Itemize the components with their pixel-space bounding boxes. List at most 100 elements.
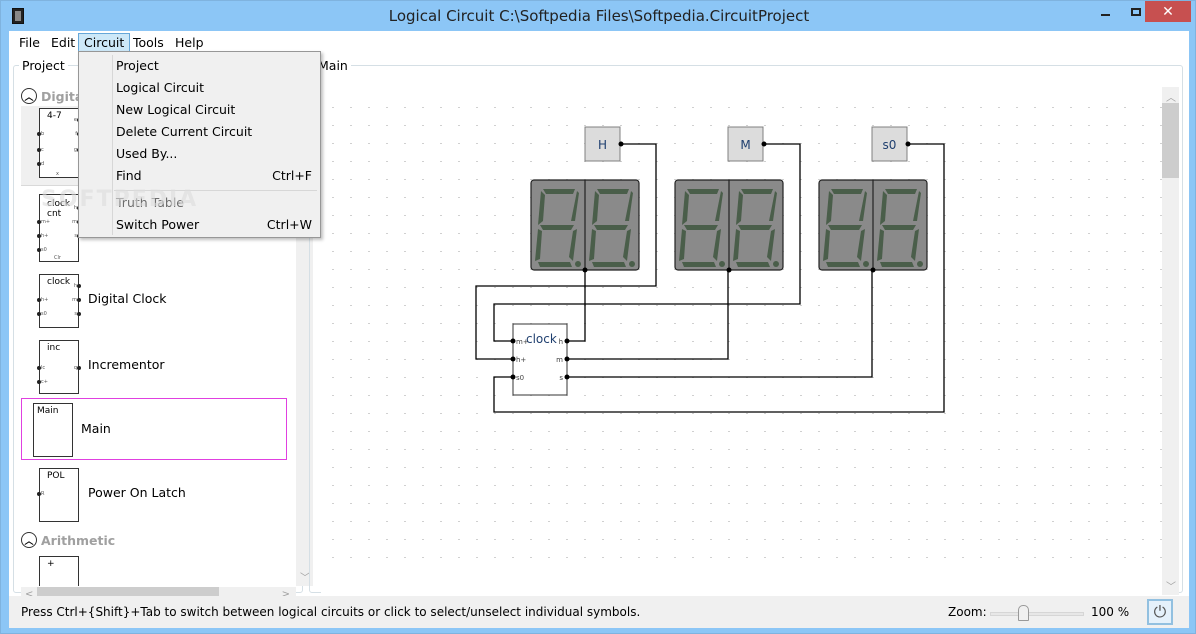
item-label: Digital Clock (88, 291, 167, 306)
power-button[interactable]: ⏻ (1147, 599, 1173, 625)
wire (493, 143, 945, 413)
list-item[interactable]: + (21, 552, 286, 586)
menu-item-shortcut: Ctrl+F (272, 168, 312, 183)
menu-item-shortcut: Ctrl+W (266, 217, 312, 232)
menu-item-label: Find (116, 168, 142, 183)
wire (493, 143, 801, 342)
symbol-name: clock (47, 277, 71, 287)
menu-item-used-by[interactable]: Used By... (116, 143, 316, 165)
symbol-thumbnail: clock cnt m+ h+ s0 h m s Clr (37, 194, 81, 262)
scroll-up-icon[interactable]: ︿ (1166, 93, 1176, 104)
button-label: M (740, 138, 750, 152)
segment (741, 189, 773, 194)
maximize-icon (1131, 7, 1141, 16)
editor-title: Main (315, 58, 351, 73)
scroll-left-icon[interactable]: < (25, 589, 34, 600)
list-item[interactable]: POL R Power On Latch (21, 464, 286, 530)
scroll-down-icon[interactable]: ﹀ (1166, 582, 1176, 593)
scroll-right-icon[interactable]: > (281, 589, 290, 600)
pin-label: m (72, 297, 77, 303)
segment (535, 229, 542, 261)
menu-item-delete-current-circuit[interactable]: Delete Current Circuit (116, 121, 316, 143)
pin-dot (37, 312, 41, 316)
menu-edit[interactable]: Edit (51, 35, 76, 50)
segment (625, 191, 633, 221)
segment (679, 229, 686, 261)
output-pin (564, 374, 570, 380)
pin-label: f (75, 131, 77, 137)
collapse-icon[interactable]: ︿ (21, 88, 37, 104)
clock-chip[interactable] (512, 323, 568, 396)
symbol-thumbnail: Main (33, 403, 73, 457)
segment (880, 262, 914, 267)
menu-file[interactable]: File (19, 35, 40, 50)
segment (687, 189, 719, 194)
scrollbar-thumb[interactable] (1162, 103, 1179, 178)
pin-label: d (41, 161, 45, 167)
menu-item-truth-table[interactable]: Truth Table (116, 192, 316, 214)
pin-dot (37, 492, 41, 496)
menu-item-new-logical-circuit[interactable]: New Logical Circuit (116, 99, 316, 121)
segment (623, 229, 631, 261)
slider-thumb[interactable] (1017, 605, 1029, 621)
menu-help[interactable]: Help (175, 35, 204, 50)
list-item[interactable]: clock h+ s0 h m s Digital Clock (21, 266, 286, 332)
app-icon[interactable] (12, 8, 24, 24)
segment (569, 229, 577, 261)
pin-label: s0 (41, 247, 47, 253)
collapse-icon[interactable]: ︿ (21, 532, 37, 548)
list-item-selected[interactable]: Main Main (21, 398, 287, 460)
zoom-slider[interactable] (990, 601, 1084, 623)
button-s0[interactable] (871, 126, 908, 162)
segment (736, 191, 743, 225)
pin-label: c (41, 147, 44, 153)
menu-gutter-divider (112, 55, 113, 235)
menu-circuit[interactable]: Circuit (78, 33, 131, 52)
title-bar[interactable]: Logical Circuit C:\Softpedia Files\Softp… (1, 1, 1196, 31)
canvas-vertical-scrollbar[interactable]: ︿ ﹀ (1162, 87, 1179, 595)
segment (592, 262, 626, 267)
segment (538, 262, 572, 267)
menu-item-find[interactable]: Find Ctrl+F (116, 165, 316, 187)
menu-item-label: New Logical Circuit (116, 102, 236, 117)
button-H[interactable] (584, 126, 621, 162)
pin-dot (37, 380, 41, 384)
symbol-thumbnail: + (39, 556, 79, 586)
pin-dot (37, 234, 41, 238)
symbol-name: 4-7 (47, 111, 62, 121)
segment (543, 189, 575, 194)
scroll-down-icon[interactable]: ﹀ (300, 573, 310, 584)
button-M[interactable] (727, 126, 764, 162)
pin-label: e (73, 117, 77, 123)
pin-label: s (74, 233, 77, 239)
close-button[interactable]: ✕ (1145, 1, 1191, 22)
pin-dot (37, 162, 41, 166)
output-pin (761, 141, 767, 147)
status-message: Press Ctrl+{Shift}+Tab to switch between… (21, 605, 641, 619)
category-digital[interactable]: ︿ Digital (21, 86, 88, 106)
menu-item-project[interactable]: Project (116, 55, 316, 77)
pin-dot (37, 366, 41, 370)
segment (682, 262, 716, 267)
list-item[interactable]: inc lc c+ q Incrementor (21, 332, 286, 398)
minimize-button[interactable] (1091, 1, 1119, 22)
menu-item-label: Delete Current Circuit (116, 124, 253, 139)
maximize-button[interactable] (1122, 1, 1150, 22)
slider-track[interactable] (990, 612, 1084, 616)
pin-label: q (73, 365, 77, 371)
menu-item-label: Used By... (116, 146, 178, 161)
segment (885, 189, 917, 194)
output-pin (564, 356, 570, 362)
pin-dot (77, 312, 81, 316)
segment (682, 191, 689, 225)
category-arithmetic[interactable]: ︿ Arithmetic (21, 530, 115, 550)
menu-tools[interactable]: Tools (133, 35, 164, 50)
segment (538, 191, 545, 225)
zoom-label: Zoom: (948, 605, 987, 619)
menu-item-logical-circuit[interactable]: Logical Circuit (116, 77, 316, 99)
zoom-value: 100 % (1091, 605, 1130, 619)
menu-item-label: Truth Table (116, 195, 184, 210)
